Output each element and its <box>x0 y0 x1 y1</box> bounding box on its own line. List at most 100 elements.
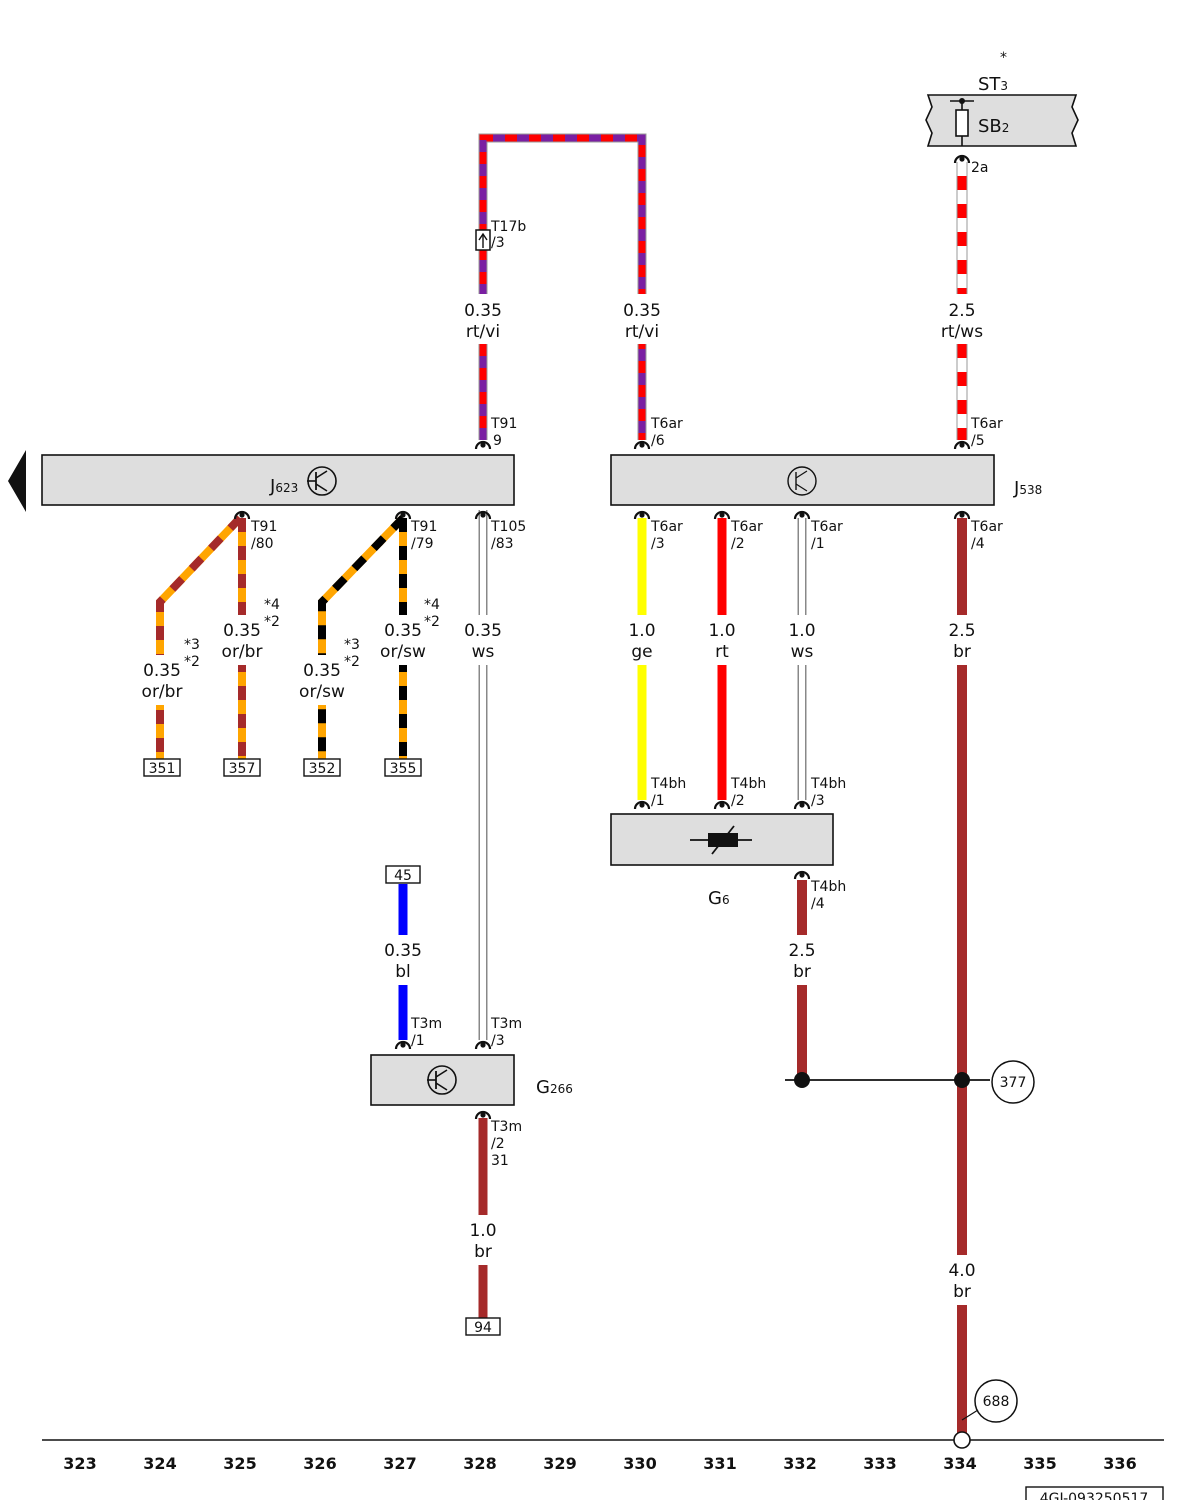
grid-number: 325 <box>223 1454 256 1473</box>
wire-color: br <box>793 962 811 982</box>
wire-rt-vi-loop <box>478 133 647 440</box>
wire-size: 0.35 <box>223 621 261 641</box>
j538-label: J538 <box>1013 478 1042 499</box>
wire-color: ws <box>472 642 495 662</box>
option-note: *3 <box>184 637 200 653</box>
connector-label: T91 <box>490 416 517 432</box>
connector-pin: /2 <box>491 1136 505 1152</box>
wire-size: 2.5 <box>948 301 975 321</box>
wire-size: 4.0 <box>948 1261 975 1281</box>
connector-label: 2a <box>971 160 989 176</box>
pin-connector-icon <box>953 510 971 520</box>
ground-point-377[interactable]: 377 <box>991 1060 1035 1104</box>
connector-pin: /3 <box>651 536 665 552</box>
transistor-icon <box>427 1065 457 1095</box>
g266-box <box>370 1054 515 1106</box>
connector-pin: /2 <box>731 793 745 809</box>
wire-color: br <box>953 1282 971 1302</box>
pin-connector-icon <box>474 1040 492 1050</box>
wire-color: ge <box>631 642 652 662</box>
ref-box-351[interactable]: 351 <box>143 758 181 777</box>
ref-box-355[interactable]: 355 <box>384 758 422 777</box>
option-note: *2 <box>264 614 280 630</box>
wire-size: 0.35 <box>384 621 422 641</box>
wire-size: 0.35 <box>303 661 341 681</box>
ref-box-45[interactable]: 45 <box>385 865 421 884</box>
pin-connector-icon <box>394 510 412 520</box>
svg-text:351: 351 <box>149 761 176 777</box>
wire-color: ws <box>791 642 814 662</box>
connector-label: T3m <box>490 1016 522 1032</box>
wire-color: rt/vi <box>625 322 659 342</box>
connector-label: T6ar <box>650 519 683 535</box>
svg-text:45: 45 <box>394 868 412 884</box>
pin-dot-icon <box>799 872 805 878</box>
wire-color: or/sw <box>380 642 426 662</box>
connector-pin: /3 <box>811 793 825 809</box>
ref-box-352[interactable]: 352 <box>303 758 341 777</box>
connector-pin: /4 <box>971 536 985 552</box>
sensor-element-icon <box>690 825 752 855</box>
pin-dot-icon <box>719 802 725 808</box>
connector-pin: /5 <box>971 433 985 449</box>
connector-label: T6ar <box>970 519 1003 535</box>
g266-label: G266 <box>536 1077 573 1098</box>
grid-number: 329 <box>543 1454 576 1473</box>
connector-label: T105 <box>490 519 526 535</box>
wire-size: 0.35 <box>464 301 502 321</box>
option-note: *2 <box>424 614 440 630</box>
connector-pin: /6 <box>651 433 665 449</box>
pin-connector-icon <box>394 1040 412 1050</box>
pin-dot-icon <box>719 512 725 518</box>
pin-connector-icon <box>633 800 651 810</box>
pin-dot-icon <box>239 512 245 518</box>
connector-label: T91 <box>250 519 277 535</box>
ground-point-688[interactable]: 688 <box>974 1379 1018 1423</box>
grid-number: 324 <box>143 1454 176 1473</box>
wire-size: 1.0 <box>628 621 655 641</box>
pin-connector-icon <box>793 800 811 810</box>
pin-dot-icon <box>480 1112 486 1118</box>
pin-dot-icon <box>639 512 645 518</box>
option-note: *3 <box>344 637 360 653</box>
ref-box-94[interactable]: 94 <box>465 1317 501 1336</box>
wire-or-br-1 <box>156 515 243 760</box>
pin-dot-icon <box>959 512 965 518</box>
connector-label: T4bh <box>810 776 846 792</box>
pin-dot-icon <box>480 1042 486 1048</box>
connector-pin: /83 <box>491 536 514 552</box>
st3-note: * <box>1000 50 1007 66</box>
wire-size: 1.0 <box>708 621 735 641</box>
pin-dot-icon <box>480 512 486 518</box>
pin-connector-icon <box>633 510 651 520</box>
svg-text:355: 355 <box>390 761 417 777</box>
grid-number: 331 <box>703 1454 736 1473</box>
ref-box-357[interactable]: 357 <box>223 758 261 777</box>
connector-label: T4bh <box>650 776 686 792</box>
wire-or-sw-1 <box>318 515 406 760</box>
pin-connector-icon <box>793 870 811 880</box>
connector-pins <box>233 154 971 1120</box>
wire-color: or/br <box>222 642 263 662</box>
svg-text:94: 94 <box>474 1320 492 1336</box>
grid-number: 332 <box>783 1454 816 1473</box>
grid-number: 326 <box>303 1454 336 1473</box>
wire-color: rt/vi <box>466 322 500 342</box>
svg-text:352: 352 <box>309 761 336 777</box>
g6-label: G6 <box>708 888 730 909</box>
pin-connector-icon <box>233 510 251 520</box>
sb2-label: SB2 <box>978 116 1009 137</box>
connector-label: T17b <box>490 219 526 235</box>
connector-label: T6ar <box>970 416 1003 432</box>
connector-pin: /80 <box>251 536 274 552</box>
pin-connector-icon <box>633 440 651 450</box>
wire-color: br <box>474 1242 492 1262</box>
pin-dot-icon <box>639 442 645 448</box>
option-note: *4 <box>424 597 440 613</box>
j538-box <box>610 454 995 506</box>
connector-pin: /3 <box>491 1033 505 1049</box>
pin-dot-icon <box>639 802 645 808</box>
connector-label: T91 <box>410 519 437 535</box>
grid-number: 323 <box>63 1454 96 1473</box>
